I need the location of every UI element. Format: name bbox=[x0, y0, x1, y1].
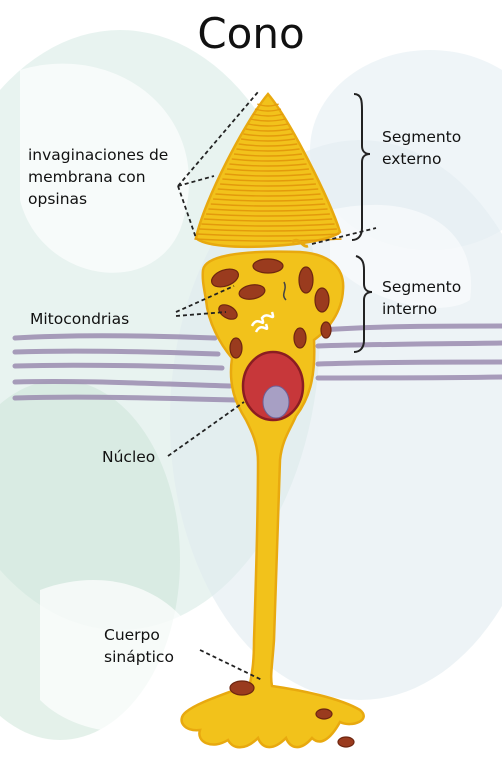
mitochondrion bbox=[321, 322, 331, 338]
mitochondrion bbox=[253, 259, 283, 273]
mitochondrion bbox=[316, 709, 332, 719]
label-cuerpo-sinaptico: Cuerpo sináptico bbox=[104, 624, 174, 668]
mitochondrion bbox=[315, 288, 329, 312]
nucleus bbox=[243, 352, 303, 420]
mitochondrion bbox=[338, 737, 354, 747]
label-invaginaciones: invaginaciones de membrana con opsinas bbox=[28, 144, 168, 210]
mitochondrion bbox=[294, 328, 306, 348]
page-title: Cono bbox=[197, 9, 304, 58]
label-segmento-interno: Segmento interno bbox=[382, 276, 461, 320]
mitochondrion bbox=[299, 267, 313, 293]
label-segmento-externo: Segmento externo bbox=[382, 126, 461, 170]
mitochondrion bbox=[230, 338, 242, 358]
nucleolus bbox=[263, 386, 289, 418]
label-mitocondrias: Mitocondrias bbox=[30, 308, 129, 330]
label-nucleo: Núcleo bbox=[102, 446, 155, 468]
mitochondrion bbox=[230, 681, 254, 695]
